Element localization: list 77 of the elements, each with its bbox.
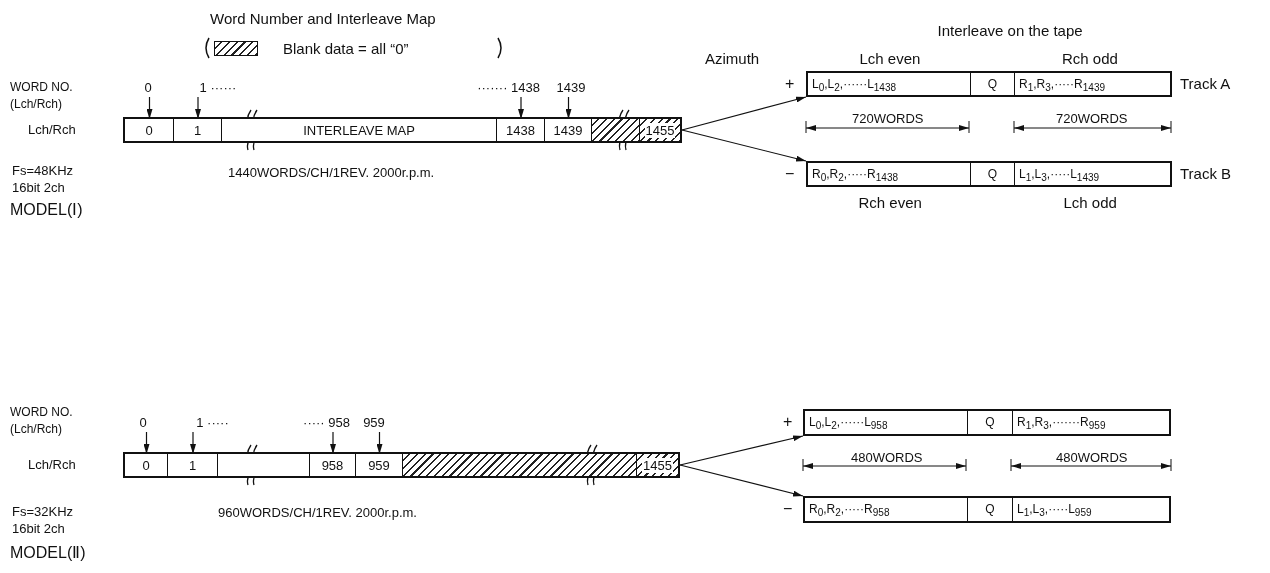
arrow bbox=[190, 431, 196, 455]
channel-label: Lch even bbox=[859, 50, 921, 67]
track-block bbox=[806, 71, 1172, 97]
arrow bbox=[518, 96, 524, 120]
model-title: MODEL(Ⅰ) bbox=[10, 200, 83, 219]
track-block bbox=[806, 161, 1172, 187]
track-field: R$_{0}$,R$_{2}$,·····R$_{958}$ bbox=[805, 498, 968, 521]
dimension-text: 720WORDS bbox=[1056, 111, 1128, 126]
heading-text: Interleave on the tape bbox=[937, 22, 1083, 39]
track-field: Q bbox=[971, 163, 1015, 185]
word-cell: 0 bbox=[125, 119, 174, 141]
sign-text: + bbox=[785, 75, 795, 93]
word-number: 0 bbox=[141, 80, 155, 97]
track-field: Q bbox=[968, 498, 1013, 521]
dimension-text: 480WORDS bbox=[851, 450, 923, 465]
track-field: Q bbox=[971, 73, 1015, 95]
word-cell: 1438 bbox=[497, 119, 545, 141]
track-block bbox=[803, 409, 1171, 436]
word-cell: 958 bbox=[310, 454, 356, 476]
word-number: 0 bbox=[136, 415, 150, 432]
spec-text: 1440WORDS/CH/1REV. 2000r.p.m. bbox=[228, 165, 435, 180]
track-block bbox=[803, 496, 1171, 523]
model-title: MODEL(Ⅱ) bbox=[10, 543, 86, 562]
channel-label: Rch odd bbox=[1062, 50, 1118, 67]
row-label: Lch/Rch bbox=[28, 457, 76, 472]
arrow bbox=[143, 431, 150, 455]
blank-data-cell: 1455 bbox=[640, 119, 680, 141]
word-bar bbox=[123, 117, 682, 143]
arrow bbox=[195, 96, 201, 120]
arrow bbox=[565, 96, 572, 120]
spec-text: Fs=48KHz 16bit 2ch bbox=[12, 162, 75, 196]
arrow bbox=[679, 435, 804, 466]
word-cell: 1 bbox=[168, 454, 218, 476]
track-field: L$_{1}$,L$_{3}$,·····L$_{1439}$ bbox=[1015, 163, 1170, 185]
arrow bbox=[330, 431, 336, 455]
track-label: Track B bbox=[1180, 165, 1232, 182]
word-cell: 1 bbox=[174, 119, 222, 141]
word-number: 1439 bbox=[552, 80, 590, 97]
dimension-text: 720WORDS bbox=[852, 111, 924, 126]
axis-caption: WORD NO. (Lch/Rch) bbox=[10, 79, 74, 113]
title-text: Word Number and Interleave Map bbox=[210, 10, 436, 27]
track-label: Track A bbox=[1180, 75, 1231, 92]
axis-caption: Azimuth bbox=[705, 50, 760, 67]
spec-text: 960WORDS/CH/1REV. 2000r.p.m. bbox=[218, 505, 417, 520]
blank-data-cell bbox=[592, 119, 640, 141]
track-field: L$_{0}$,L$_{2}$,······L$_{1438}$ bbox=[808, 73, 971, 95]
word-number: ······· 1438 bbox=[440, 80, 540, 97]
legend-text: Blank data = all “0” bbox=[283, 40, 409, 57]
track-field: R$_{1}$,R$_{3}$,·······R$_{959}$ bbox=[1013, 411, 1169, 434]
dimension-text: 480WORDS bbox=[1056, 450, 1128, 465]
word-cell: INTERLEAVE MAP bbox=[222, 119, 497, 141]
track-field: Q bbox=[968, 411, 1013, 434]
blank-data-cell: 1455 bbox=[637, 454, 678, 476]
arrow bbox=[146, 96, 153, 120]
track-field: L$_{0}$,L$_{2}$,······L$_{958}$ bbox=[805, 411, 968, 434]
track-field: R$_{1}$,R$_{3}$,·····R$_{1439}$ bbox=[1015, 73, 1170, 95]
word-bar bbox=[123, 452, 680, 478]
word-number: 959 bbox=[360, 415, 388, 432]
arrow bbox=[376, 431, 383, 455]
sign-text: − bbox=[783, 500, 793, 518]
track-field: L$_{1}$,L$_{3}$,·····L$_{959}$ bbox=[1013, 498, 1169, 521]
arrow bbox=[681, 129, 807, 162]
spec-text: Fs=32KHz 16bit 2ch bbox=[12, 503, 75, 537]
track-field: R$_{0}$,R$_{2}$,·····R$_{1438}$ bbox=[808, 163, 971, 185]
arrow bbox=[679, 464, 804, 497]
word-number: 1 ····· bbox=[185, 415, 240, 432]
arrow bbox=[681, 96, 807, 131]
word-number: 1 ······ bbox=[188, 80, 248, 97]
channel-label: Rch even bbox=[858, 194, 922, 211]
sign-text: + bbox=[783, 413, 793, 431]
axis-caption: WORD NO. (Lch/Rch) bbox=[10, 404, 74, 438]
word-cell: 0 bbox=[125, 454, 168, 476]
word-number: ····· 958 bbox=[270, 415, 350, 432]
row-label: Lch/Rch bbox=[28, 122, 76, 137]
channel-label: Lch odd bbox=[1063, 194, 1117, 211]
sign-text: − bbox=[785, 165, 795, 183]
blank-data-cell bbox=[403, 454, 637, 476]
